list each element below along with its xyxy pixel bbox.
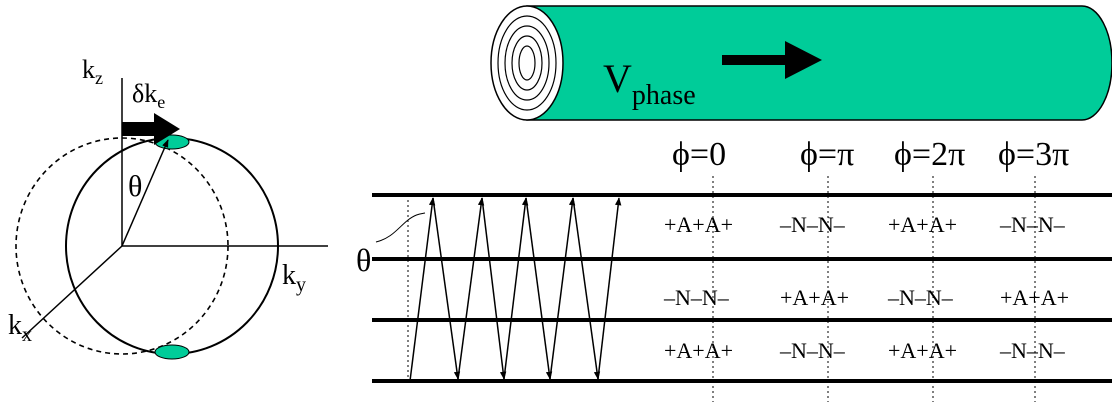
- ray-segment: [457, 197, 485, 380]
- ray-segment: [481, 197, 507, 380]
- ray-segment: [503, 197, 529, 380]
- k-space-theta: θ: [128, 170, 142, 203]
- mode-cell: +A+A+: [664, 338, 733, 363]
- cylinder-panel: Vphase: [490, 5, 1112, 121]
- phase-guides: [712, 176, 1036, 402]
- kx-axis: [21, 245, 123, 339]
- ray-segment: [572, 197, 601, 380]
- v-phase-arrow: [722, 41, 822, 79]
- mode-pattern: +A+A+ –N–N– +A+A+ –N–N– –N–N– +A+A+ –N–N…: [663, 212, 1069, 363]
- v-phase-label: Vphase: [603, 56, 696, 111]
- phase-label: ϕ=2π: [894, 136, 965, 173]
- zigzag-ray: [409, 197, 622, 382]
- kz-label: kz: [82, 55, 103, 88]
- phase-label: ϕ=0: [672, 136, 726, 173]
- waveguide-theta: θ: [356, 242, 371, 278]
- k-vector: [121, 139, 169, 247]
- phase-label: ϕ=π: [800, 136, 854, 173]
- bottom-cap: [154, 344, 190, 360]
- ray-segment: [409, 197, 436, 382]
- kx-label: kx: [8, 310, 32, 346]
- ky-label: ky: [282, 260, 306, 296]
- phase-labels: ϕ=0 ϕ=π ϕ=2π ϕ=3π: [672, 136, 1069, 173]
- delta-k-arrow: [122, 113, 180, 145]
- mode-cell: –N–N–: [779, 338, 846, 363]
- mode-cell: –N–N–: [999, 212, 1066, 237]
- mode-cell: +A+A+: [1000, 285, 1069, 310]
- ray-segment: [525, 197, 553, 380]
- mode-cell: +A+A+: [888, 338, 957, 363]
- mode-cell: +A+A+: [780, 285, 849, 310]
- cylinder-ring: [504, 25, 550, 101]
- ray-segment: [597, 197, 622, 380]
- k-space-panel: kz δke θ ky kx: [8, 55, 328, 360]
- cylinder-ring: [518, 45, 536, 81]
- mode-cell: +A+A+: [664, 212, 733, 237]
- cylinder-end-outer: [490, 5, 564, 121]
- ray-segment: [549, 197, 576, 380]
- mode-cell: –N–N–: [779, 212, 846, 237]
- mode-cell: –N–N–: [887, 285, 954, 310]
- theta-pointer: [375, 212, 426, 243]
- cylinder-ring: [511, 35, 543, 91]
- cylinder-ring: [497, 15, 557, 111]
- mode-cell: –N–N–: [999, 338, 1066, 363]
- ray-segment: [432, 197, 461, 380]
- delta-k-label: δke: [132, 79, 165, 112]
- phase-label: ϕ=3π: [998, 136, 1069, 173]
- waveguide-panel: θ +A+A+ –N–N– +A+A+ –N–N– –N–N– +A+A+ –N…: [356, 193, 1112, 383]
- mode-cell: +A+A+: [888, 212, 957, 237]
- mode-cell: –N–N–: [663, 285, 730, 310]
